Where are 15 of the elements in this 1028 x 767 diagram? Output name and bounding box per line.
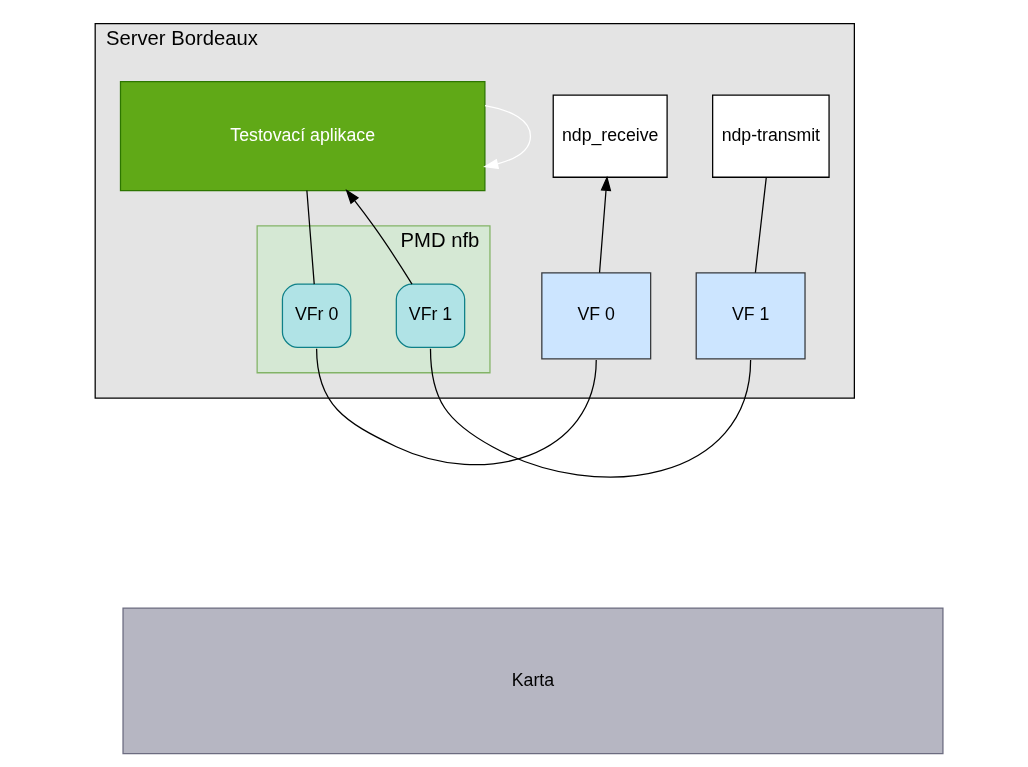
connector [429, 348, 752, 478]
node-box: ndp-transmit [712, 94, 830, 178]
arrow [598, 175, 612, 274]
connector [306, 189, 315, 285]
connector [315, 348, 597, 466]
node-box: Karta [122, 607, 944, 755]
connector [754, 176, 767, 274]
node-box: ndp_receive [552, 94, 668, 178]
arrow [483, 104, 532, 170]
node-box: VF 0 [541, 272, 652, 360]
node-box: Testovací aplikace [119, 81, 486, 192]
node-box: VF 1 [695, 272, 806, 360]
node-box: VFr 0 [281, 283, 352, 349]
arrow [345, 189, 413, 285]
node-box: VFr 1 [395, 283, 466, 349]
